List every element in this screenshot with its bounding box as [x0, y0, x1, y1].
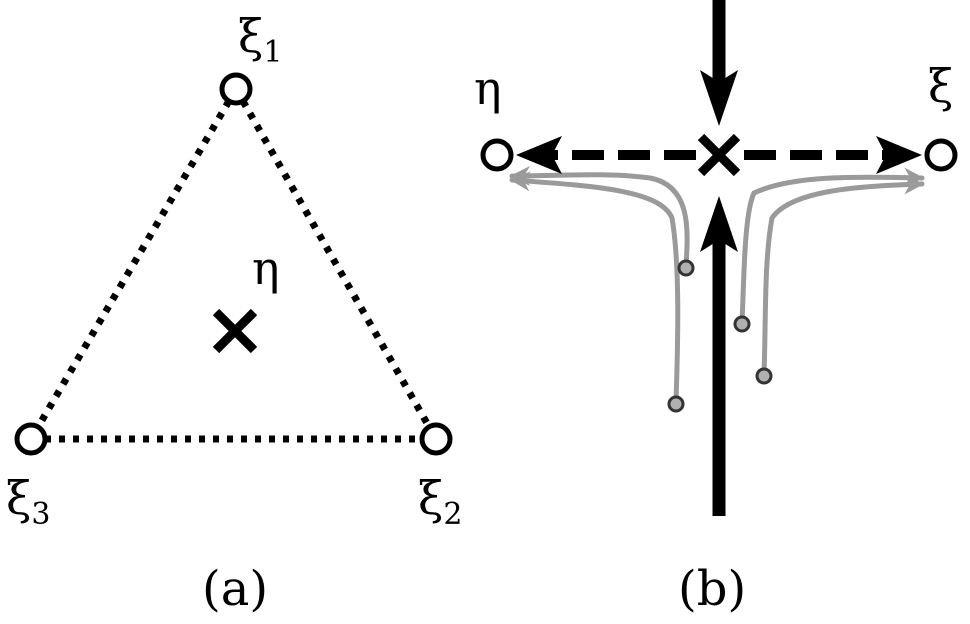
trajectory-line [509, 165, 690, 269]
trajectory-start-point [677, 259, 695, 277]
point-xi-circle [924, 138, 958, 172]
vertex-label-xi2: ξ2 [418, 471, 462, 532]
trajectory-line [509, 171, 681, 405]
arrowhead-down-icon [700, 70, 738, 126]
vertex-symbol: ξ [238, 9, 263, 63]
vertex-subscript: 3 [31, 497, 50, 532]
edge-xi1-xi3 [27, 87, 240, 441]
trajectories [509, 165, 925, 405]
vertex-symbol: ξ [418, 471, 443, 525]
trajectory-line [761, 174, 925, 377]
cross-icon [212, 308, 258, 354]
vertex-label-xi1: ξ1 [238, 9, 282, 70]
point-eta-circle [480, 138, 514, 172]
arrowhead-right-icon [876, 136, 922, 174]
vertex-subscript: 1 [263, 35, 282, 70]
caption-a: (a) [202, 561, 268, 617]
trajectory-start-point [733, 315, 751, 333]
point-label-xi: ξ [928, 59, 953, 113]
triangle-edges [27, 87, 440, 443]
vertex-xi3 [14, 422, 48, 456]
arrowhead-up-icon [700, 196, 738, 252]
vertex-subscript: 2 [443, 497, 462, 532]
point-label-eta: η [252, 241, 280, 295]
vertex-xi2 [419, 422, 453, 456]
vertex-label-xi3: ξ3 [6, 471, 50, 532]
vertex-xi1 [219, 72, 253, 106]
trajectory-line [739, 167, 925, 325]
caption-b: (b) [678, 561, 746, 617]
trajectory-starts [667, 259, 773, 413]
vertex-symbol: ξ [6, 471, 31, 525]
arrowhead-left-icon [516, 136, 562, 174]
panel-a: ξ1 ξ2 ξ3 η (a) [6, 9, 462, 617]
panel-b: η ξ (b) [474, 0, 958, 617]
trajectory-start-point [667, 395, 685, 413]
trajectory-start-point [755, 367, 773, 385]
point-label-eta: η [474, 61, 502, 115]
edge-xi1-xi2 [232, 87, 440, 441]
cross-icon [697, 133, 741, 177]
